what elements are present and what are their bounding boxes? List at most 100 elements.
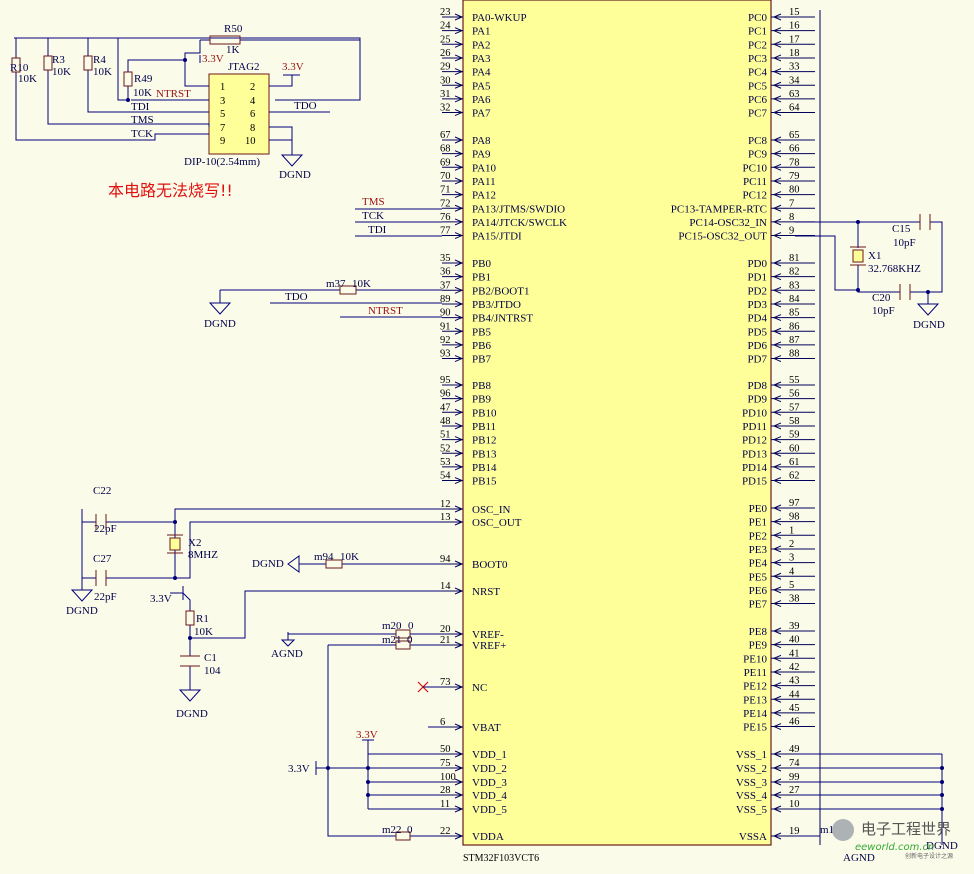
pin-number: 43	[789, 676, 800, 687]
cap-c27	[95, 570, 107, 586]
dgnd-lse-icon	[916, 303, 940, 316]
junction-r49	[126, 98, 130, 102]
pin-label: PD11	[742, 421, 767, 433]
pin-label: NRST	[472, 586, 500, 598]
pin-number: 20	[440, 624, 451, 635]
pin-arrow	[454, 232, 464, 240]
pin-number: 83	[789, 280, 800, 291]
annotation-cannot-program: 本电路无法烧写!!	[108, 181, 233, 200]
pin-arrow	[772, 463, 782, 471]
junction-vdd-2	[366, 780, 370, 784]
pin-arrow	[772, 791, 782, 799]
pin-label: VSS_4	[736, 790, 768, 802]
pin-label: PC4	[748, 67, 767, 79]
pin-arrow	[772, 286, 782, 294]
pin-label: PE0	[749, 503, 768, 515]
boot0-dgnd-label: DGND	[252, 558, 284, 570]
hse-dgnd-label: DGND	[66, 605, 98, 617]
pin-arrow	[454, 314, 464, 322]
junction-vss-4	[940, 807, 944, 811]
pin-arrow	[454, 805, 464, 813]
resistor-r1	[185, 610, 195, 626]
c1-value: 104	[204, 665, 221, 677]
pin-arrow	[454, 27, 464, 35]
r3-ref: R3	[52, 54, 65, 66]
pin-number: 63	[789, 89, 800, 100]
pin-arrow	[772, 531, 782, 539]
resistor-m37	[339, 285, 357, 295]
pin-number: 17	[789, 34, 800, 45]
pin-number: 68	[440, 144, 451, 155]
pin-arrow	[772, 805, 782, 813]
pin-label: PC2	[748, 39, 767, 51]
pin-arrow	[772, 68, 782, 76]
junction-x2-bot	[173, 576, 177, 580]
lse-oscillator: C15 10pF X1 32.768KHZ C20 10pF DGND	[795, 214, 945, 331]
dgnd-boot0-icon	[287, 555, 300, 573]
pin-arrow	[454, 463, 464, 471]
pin-label: PE2	[749, 530, 767, 542]
vref-agnd-label: AGND	[271, 648, 303, 660]
pin-label: PA11	[472, 176, 496, 188]
pin-number: 13	[440, 512, 451, 523]
pin-number: 70	[440, 171, 451, 182]
r4-value: 10K	[93, 66, 112, 78]
pin-label: PD12	[742, 435, 767, 447]
pin-number: 100	[440, 772, 456, 783]
pin-number: 11	[440, 799, 450, 810]
net-tdo-label: TDO	[294, 100, 317, 112]
wire-boot1	[219, 289, 442, 303]
pin-arrow	[772, 81, 782, 89]
junction-r50	[183, 58, 187, 62]
pin-arrow	[772, 381, 782, 389]
pin-label: PB7	[472, 354, 491, 366]
crystal-x1-plates	[850, 246, 866, 266]
pin-arrow	[772, 750, 782, 758]
pin-number: 58	[789, 416, 800, 427]
nrst-net: 3.3V R1 10K C1 104 DGND	[150, 586, 442, 720]
pin-arrow	[454, 408, 464, 416]
pin-number: 67	[440, 130, 451, 141]
pin-label: PB10	[472, 407, 497, 419]
net-tck-label: TCK	[131, 128, 153, 140]
m22-ref: m22	[382, 824, 402, 836]
jtag-3v3-label: 3.3V	[202, 53, 224, 65]
wire-jtag-vcc	[184, 60, 209, 87]
resistor-r49	[123, 71, 133, 87]
pin-number: 25	[440, 34, 451, 45]
pin-label: OSC_IN	[472, 504, 511, 516]
pin-label: PE14	[743, 708, 767, 720]
pin-number: 16	[789, 21, 800, 32]
pin-label: PA0-WKUP	[472, 12, 527, 24]
pin-arrow	[454, 381, 464, 389]
pin-label: PD10	[742, 407, 768, 419]
pin-number: 65	[789, 130, 800, 141]
pin-arrow	[772, 832, 782, 840]
pin-arrow	[454, 40, 464, 48]
pin-number: 5	[789, 580, 794, 591]
pin-label: VSS_1	[736, 749, 767, 761]
pin-number: 62	[789, 471, 800, 482]
pin-number: 75	[440, 758, 451, 769]
pin-arrow	[772, 27, 782, 35]
m37-ref: m37	[326, 278, 346, 290]
junction-lse-3	[926, 290, 930, 294]
pin-number: 73	[440, 677, 451, 688]
pin-arrow	[772, 300, 782, 308]
